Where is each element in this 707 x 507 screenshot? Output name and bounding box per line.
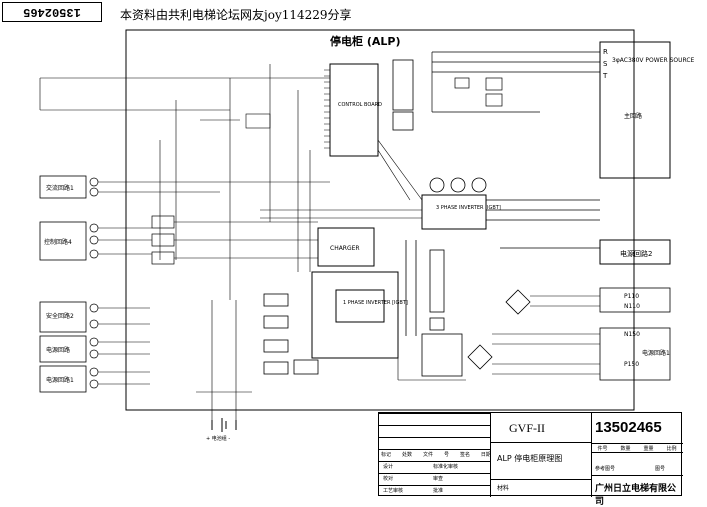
battery-label: + 电池组 - (206, 435, 230, 442)
inverter-output-lines (486, 199, 600, 249)
row-process: 工艺审核 (383, 488, 404, 494)
control-board-pins (324, 69, 330, 149)
current-sensors (429, 177, 487, 193)
output-p110-box (599, 287, 671, 313)
left-block-5: 电源回路1 (46, 376, 74, 384)
company-name: 广州日立电梯有限公司 (595, 484, 677, 507)
model-name: GVF-II (509, 421, 545, 435)
term-r: R (603, 48, 608, 56)
header-qty: 数量 (620, 445, 631, 452)
input-lines (431, 51, 600, 113)
power-source-box (599, 41, 671, 179)
drawing-number: 13502465 (595, 419, 662, 436)
left-terminal-circles (89, 177, 99, 389)
one-phase-inverter-box (335, 289, 385, 323)
row-review: 审查 (433, 476, 444, 482)
header-file: 文件 (422, 452, 433, 458)
power-source-label: 3φAC380V POWER SOURCE (612, 57, 695, 64)
left-block-2: 控制回路4 (44, 238, 72, 246)
header-sign: 签名 (459, 452, 470, 458)
term-s: S (603, 60, 608, 68)
ref-drawing-label: 参考图号 (595, 466, 616, 472)
left-block-4: 电源回路 (46, 346, 70, 354)
term-n110: N110 (624, 303, 640, 310)
internal-wiring (39, 64, 466, 420)
output-lines (492, 295, 600, 375)
term-t: T (602, 72, 608, 80)
relay-block-2 (392, 111, 414, 131)
battery-packs (263, 293, 463, 377)
left-relays (151, 215, 175, 265)
power-circuit-2-label: 电源回路2 (620, 249, 652, 258)
one-phase-inverter-outer (311, 271, 399, 359)
header-weight: 重量 (643, 445, 654, 452)
revision-headers: 标记 处数 文件 号 签名 日期 (381, 451, 491, 458)
page-label: 图号 (655, 466, 666, 472)
row-design: 设计 (383, 464, 394, 470)
row-approve: 批准 (433, 488, 444, 494)
control-board-box (329, 63, 379, 157)
one-phase-inverter-label: 1 PHASE INVERTER [IGBT] (343, 300, 408, 306)
term-n150: N150 (624, 331, 640, 338)
output-n150-box (599, 327, 671, 381)
left-block-3: 安全回路2 (46, 312, 74, 320)
power-circuit-2-box (599, 239, 671, 265)
three-phase-inverter-label: 3 PHASE INVERTER [IGBT] (436, 205, 501, 211)
header-no: 号 (443, 452, 449, 458)
diagram-title: 停电柜 (ALP) (330, 34, 400, 48)
power-circuit-1-label: 电源回路1 (642, 349, 670, 357)
header-date: 日期 (480, 452, 491, 458)
header-part-no: 件号 (597, 445, 608, 452)
term-p150: P150 (624, 361, 639, 368)
material-label: 材料 (497, 485, 510, 492)
row-check: 校对 (383, 476, 394, 482)
three-phase-inverter-box (421, 194, 487, 230)
relay-block (392, 59, 414, 111)
charger-label: CHARGER (330, 245, 360, 252)
left-circuit-blocks (39, 175, 87, 393)
battery-symbol (211, 418, 237, 432)
charger-box (317, 227, 375, 267)
control-board-label: CONTROL BOARD (338, 102, 382, 108)
outer-frame (125, 29, 635, 411)
main-circuit-label: 主回路 (624, 112, 642, 120)
row-standard: 标准化审核 (433, 464, 459, 470)
header-scale: 比例 (666, 445, 677, 452)
header-note: 本资料由共利电梯论坛网友joy114229分享 (120, 8, 352, 22)
term-p110: P110 (624, 293, 639, 300)
left-block-1: 交流回路1 (46, 184, 74, 192)
header-mark: 标记 (381, 452, 392, 458)
rectifier-bridges (467, 289, 531, 370)
header-count: 处数 (401, 452, 412, 458)
drawing-name: ALP 停电柜原理图 (497, 454, 563, 463)
title-block: 标记 处数 文件 号 签名 日期 设计 校对 工艺审核 标准化审核 审查 批准 … (378, 412, 683, 507)
transformer (405, 240, 445, 336)
